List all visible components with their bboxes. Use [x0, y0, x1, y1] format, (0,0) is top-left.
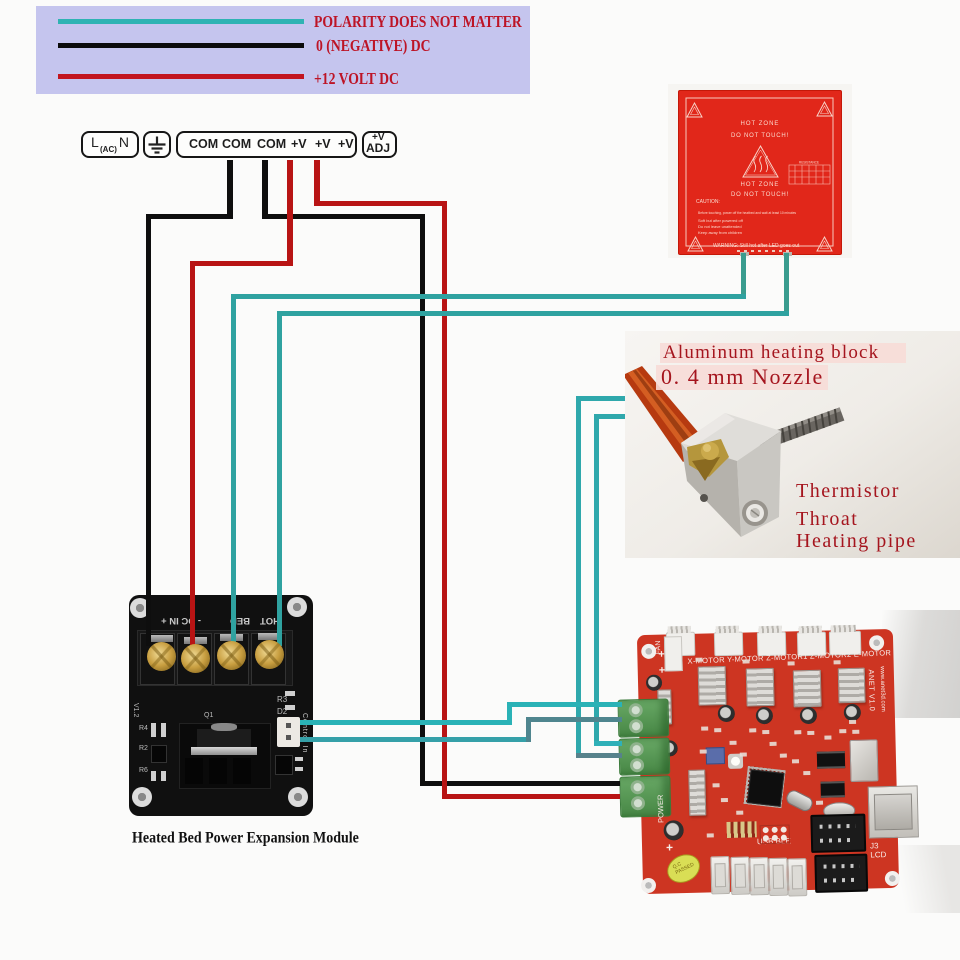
svg-text:RESISTANCE: RESISTANCE	[799, 161, 819, 165]
